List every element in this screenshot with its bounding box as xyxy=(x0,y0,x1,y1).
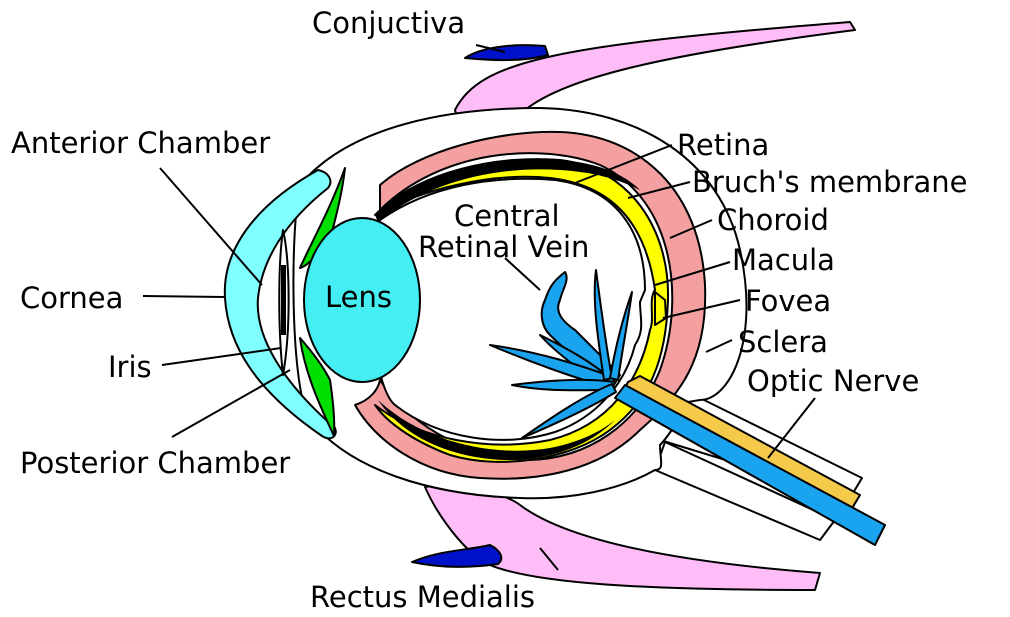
label-posterior-chamber: Posterior Chamber xyxy=(20,446,290,480)
iris-pupil-edge xyxy=(281,265,286,335)
label-sclera: Sclera xyxy=(738,325,828,359)
label-retina: Retina xyxy=(677,128,769,162)
conjunctiva-lower xyxy=(412,545,501,567)
label-choroid: Choroid xyxy=(717,203,829,237)
label-macula: Macula xyxy=(732,243,835,277)
label-bruchs-membrane: Bruch's membrane xyxy=(692,165,968,199)
label-lens: Lens xyxy=(325,280,392,314)
label-fovea: Fovea xyxy=(745,284,831,318)
label-anterior-chamber: Anterior Chamber xyxy=(11,126,270,160)
label-rectus-medialis: Rectus Medialis xyxy=(310,580,535,614)
label-central-retinal-vein-2: Retinal Vein xyxy=(418,230,589,264)
label-optic-nerve: Optic Nerve xyxy=(747,364,919,398)
label-cornea: Cornea xyxy=(20,281,123,315)
label-iris: Iris xyxy=(108,350,152,384)
conjunctiva-upper xyxy=(465,45,548,60)
upper-muscle xyxy=(455,22,855,121)
label-conjuctiva: Conjuctiva xyxy=(312,6,465,40)
label-central-retinal-vein-1: Central xyxy=(454,199,560,233)
